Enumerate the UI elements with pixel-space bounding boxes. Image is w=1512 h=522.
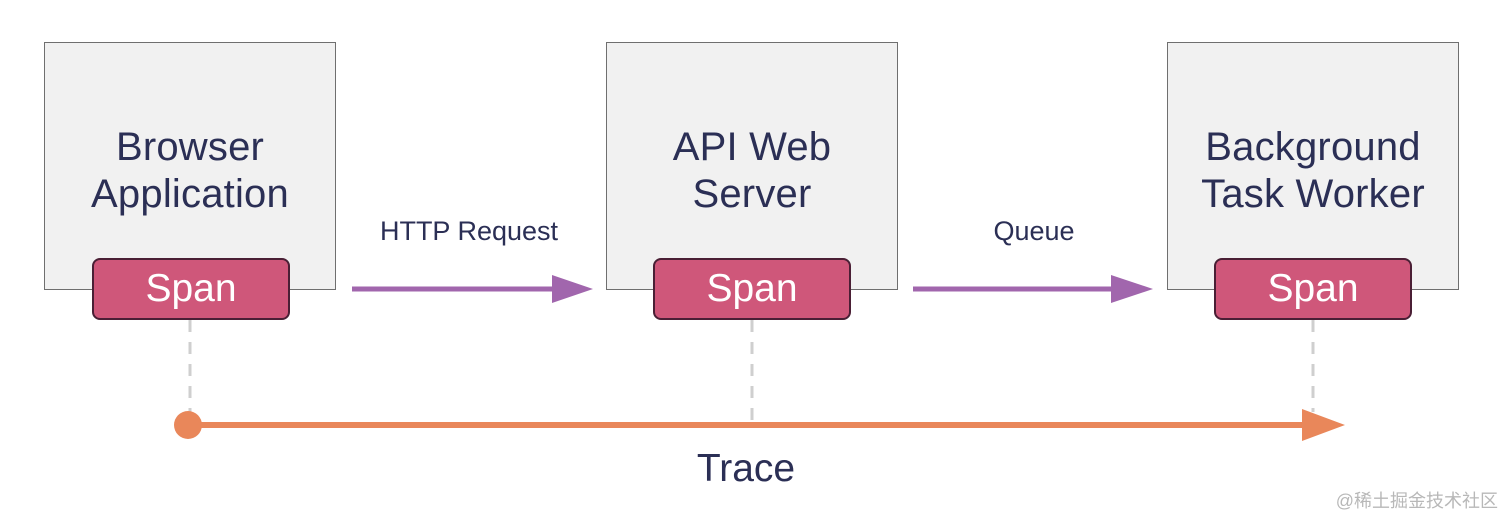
watermark-text: @稀土掘金技术社区 — [1335, 491, 1498, 511]
queue-label: Queue — [993, 216, 1075, 246]
browser-application-title: Browser Application — [91, 125, 289, 216]
http-request-label: HTTP Request — [379, 216, 559, 246]
worker-span-badge: Span — [1214, 258, 1412, 320]
span-dashed-connectors — [188, 320, 1315, 426]
api-span-badge: Span — [653, 258, 851, 320]
background-task-worker-title: Background Task Worker — [1201, 125, 1425, 216]
trace-arrow — [174, 409, 1345, 441]
trace-label: Trace — [696, 447, 796, 490]
browser-application-box: Browser Application — [44, 42, 336, 290]
http-request-arrow — [352, 275, 593, 303]
api-web-server-box: API Web Server — [606, 42, 898, 290]
browser-span-badge: Span — [92, 258, 290, 320]
queue-arrow — [913, 275, 1153, 303]
api-web-server-title: API Web Server — [672, 125, 832, 216]
trace-start-dot — [174, 411, 202, 439]
trace-arrow-head — [1302, 409, 1345, 441]
background-task-worker-box: Background Task Worker — [1167, 42, 1459, 290]
